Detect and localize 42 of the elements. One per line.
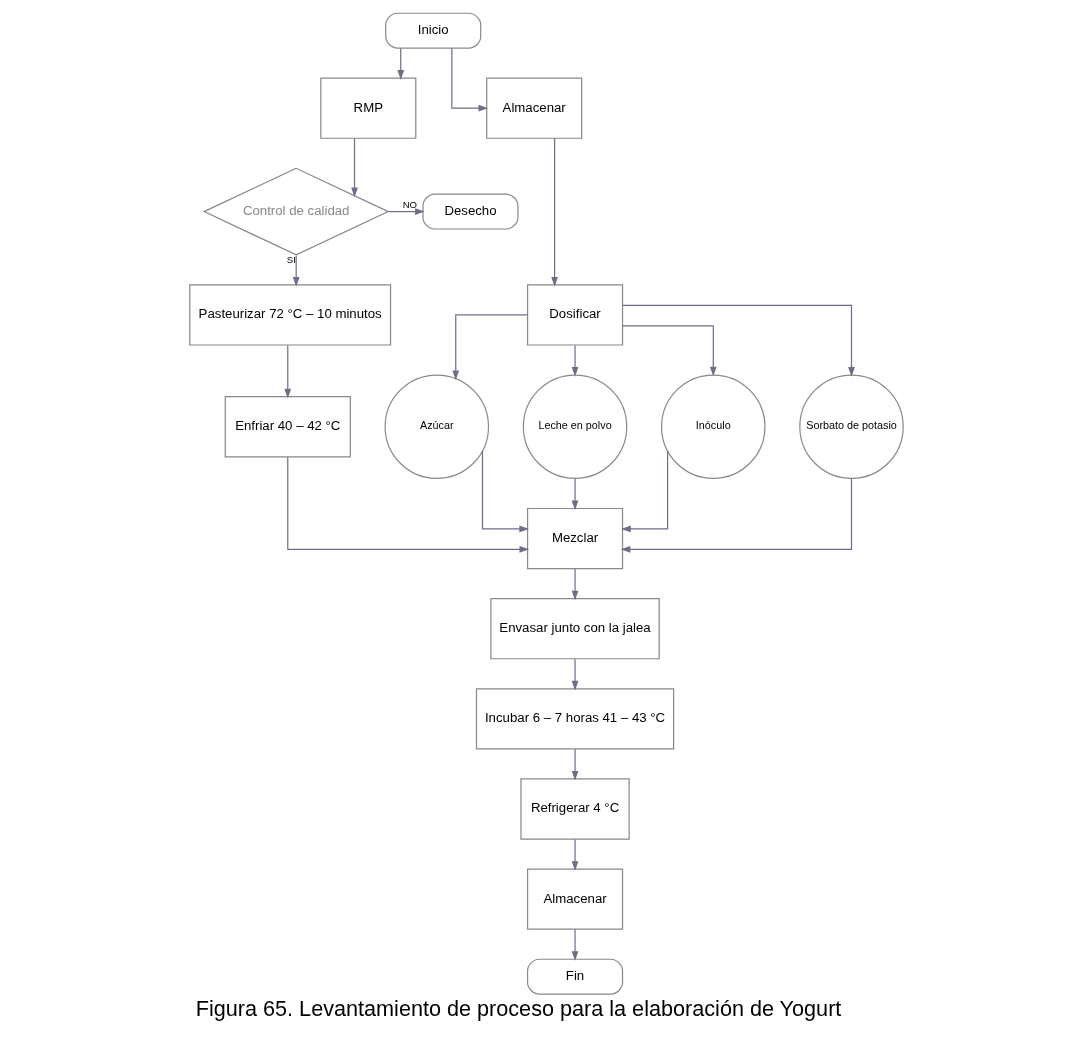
node-circle: Azúcar xyxy=(384,374,489,480)
arrow xyxy=(396,47,404,80)
arrow xyxy=(571,748,578,781)
node-circle: Inóculo xyxy=(660,374,766,480)
arrow xyxy=(450,47,488,112)
node-circle: Sorbato de potasio xyxy=(798,374,904,480)
node-box: RMP xyxy=(319,77,416,139)
arrow xyxy=(387,208,425,215)
node-box: Mezclar xyxy=(526,507,623,570)
node-box: Refrigerar 4 °C xyxy=(519,778,630,840)
arrow xyxy=(620,478,852,553)
arrow xyxy=(571,928,578,961)
caption: Figura 65. Levantamiento de proceso para la elaboración de Yogurt xyxy=(195,996,841,1022)
arrow xyxy=(451,314,528,381)
node-box: Pasteurizar 72 °C – 10 minutos xyxy=(188,284,391,346)
arrow xyxy=(621,325,717,377)
node-box: Desecho xyxy=(421,193,519,230)
node-box: Envasar junto con la jalea xyxy=(489,598,660,660)
edge-label: NO xyxy=(402,199,417,211)
arrow xyxy=(620,450,668,533)
node-box: Almacenar xyxy=(485,77,582,139)
node-box: Enfriar 40 – 42 °C xyxy=(224,396,351,458)
node-box: Incubar 6 – 7 horas 41 – 43 °C xyxy=(475,688,674,750)
arrow xyxy=(571,478,578,511)
arrow xyxy=(571,658,578,691)
arrow xyxy=(286,456,529,553)
node-box: Dosificar xyxy=(526,284,623,346)
node-box: Fin xyxy=(526,958,623,995)
node-box: Almacenar xyxy=(526,868,623,930)
arrow xyxy=(350,138,358,198)
arrow xyxy=(292,254,300,287)
arrow xyxy=(621,304,855,377)
node-circle: Leche en polvo xyxy=(522,374,627,480)
edge-label: SI xyxy=(286,254,296,266)
arrow xyxy=(571,838,578,871)
arrow xyxy=(481,450,529,533)
node-box: Inicio xyxy=(384,12,481,49)
node-diamond: Control de calidad xyxy=(202,167,390,256)
arrow xyxy=(571,568,578,601)
arrow xyxy=(571,344,578,377)
arrow xyxy=(283,344,291,399)
arrow xyxy=(550,137,558,287)
